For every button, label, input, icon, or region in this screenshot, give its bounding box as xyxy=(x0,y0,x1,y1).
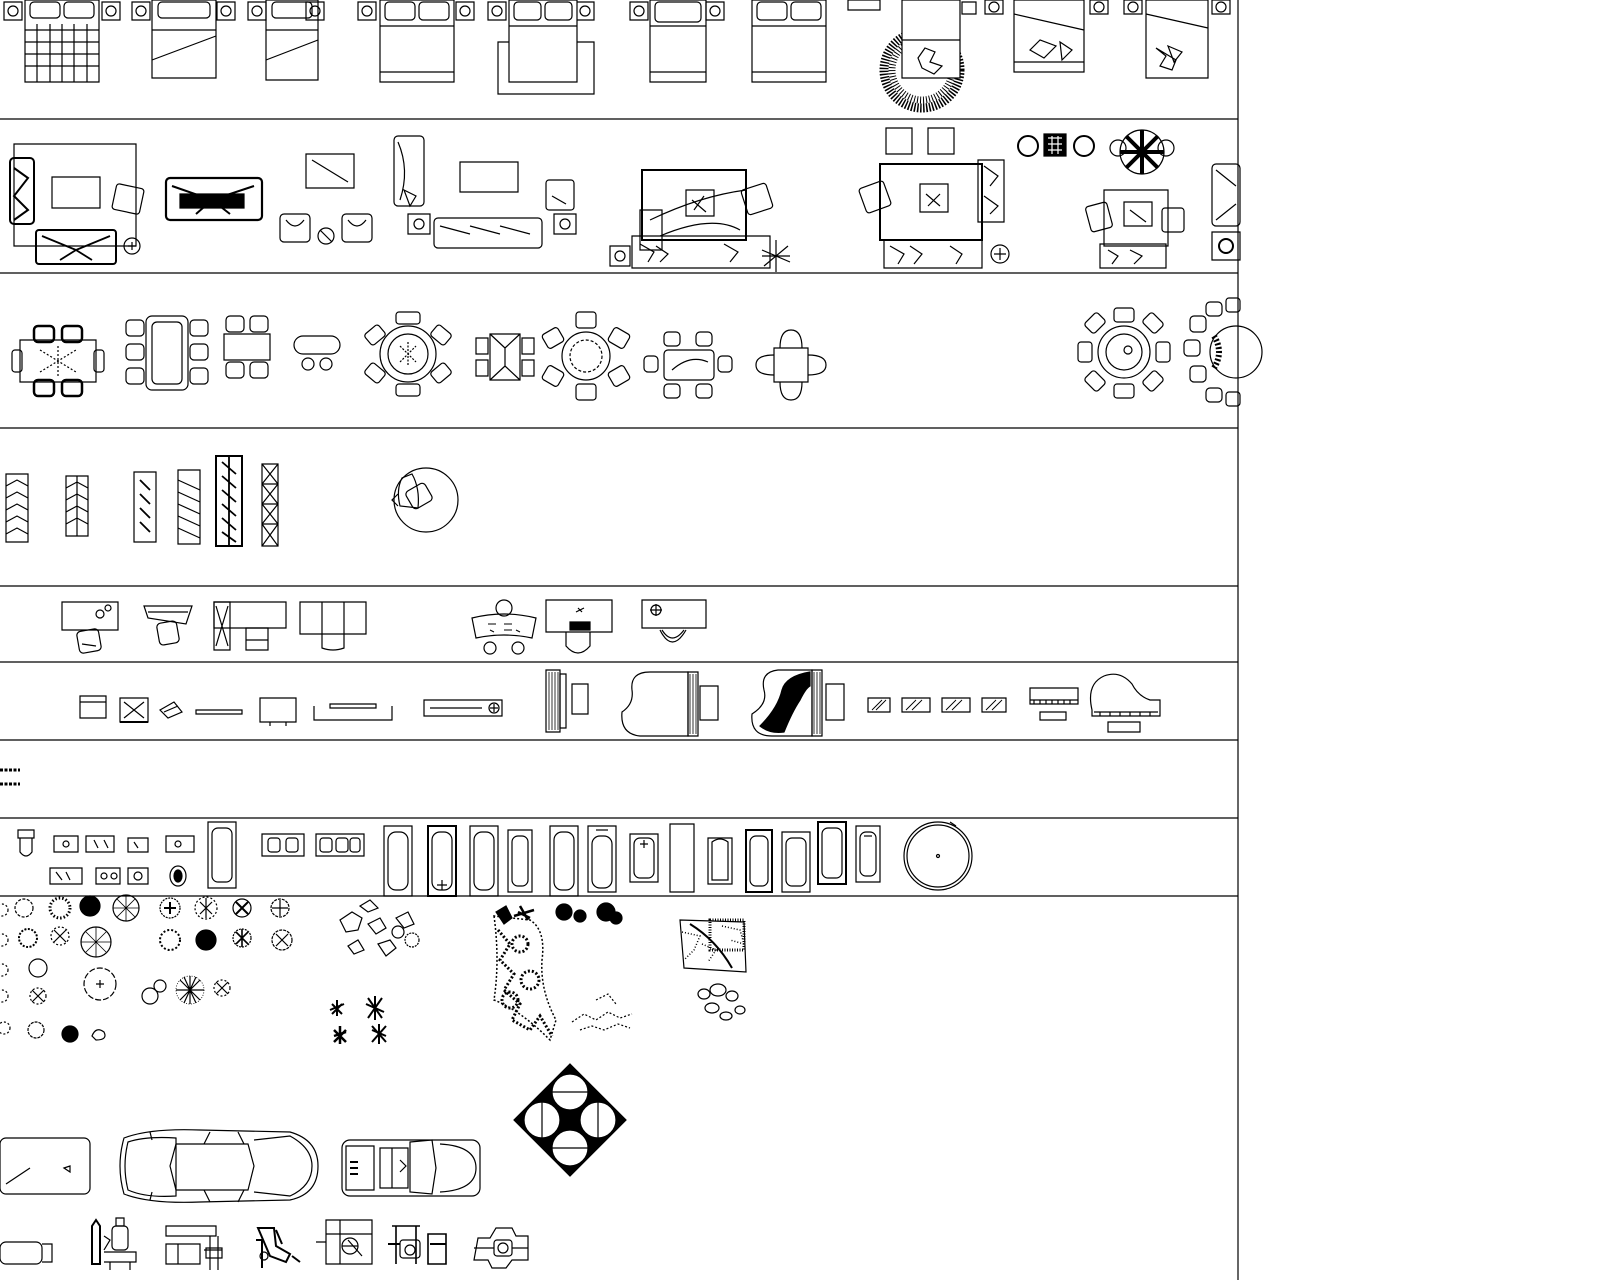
toilet-symbol xyxy=(18,830,34,856)
sideboard-symbol xyxy=(314,704,392,720)
lounge-chair-round-symbol xyxy=(392,468,458,532)
living-room-set-sectional-symbol xyxy=(858,128,1009,268)
dining-table-rectangular-symbol xyxy=(476,334,534,380)
wardrobe-tall-symbol xyxy=(216,456,242,546)
leg-press-symbol xyxy=(166,1226,222,1270)
glass-panels-symbol xyxy=(868,698,1006,712)
sofa-set-three-seat-symbol xyxy=(394,136,576,248)
round-tub-symbol xyxy=(904,822,972,890)
computer-desk-symbol xyxy=(642,600,706,642)
flat-screen-symbol xyxy=(196,710,242,714)
section-bathroom xyxy=(18,822,972,896)
dining-table-six-symbol xyxy=(126,316,208,390)
coffee-table-symbol xyxy=(280,154,372,244)
bed-double-on-rug-symbol xyxy=(488,0,594,94)
l-shaped-desk-symbol xyxy=(214,602,286,650)
stepping-stones-symbol xyxy=(698,984,745,1020)
section-beds xyxy=(4,0,1230,108)
rowing-machine-symbol xyxy=(316,1220,372,1264)
section-living-room xyxy=(10,128,1240,272)
section-vehicles-gym xyxy=(0,1130,528,1270)
dining-table-glass-symbol xyxy=(644,332,732,398)
living-room-set-small-symbol xyxy=(1085,190,1184,268)
sofa-symbol xyxy=(166,178,262,220)
shelving-unit-symbol xyxy=(262,464,278,546)
round-dining-table-six-symbol xyxy=(541,312,631,400)
bed-double-nightstands-symbol xyxy=(985,0,1108,72)
planter-square-symbol xyxy=(514,1064,626,1176)
grand-piano-symbol xyxy=(622,672,718,736)
section-appliances-pianos xyxy=(80,670,1160,736)
planting-cluster-symbol xyxy=(496,903,622,924)
bed-single-symbol xyxy=(132,0,235,78)
treadmill-symbol xyxy=(0,1242,52,1264)
range-symbol xyxy=(120,698,148,722)
limousine-symbol xyxy=(120,1130,318,1203)
bed-double-symbol xyxy=(358,0,474,82)
bed-double-symbol xyxy=(630,0,724,82)
baby-grand-piano-symbol xyxy=(1091,674,1161,732)
wardrobe-symbol xyxy=(134,472,156,542)
vanity-sinks-symbol xyxy=(50,836,194,886)
section-frame xyxy=(0,0,1238,1280)
microwave-symbol xyxy=(80,696,106,718)
section-landscape xyxy=(0,895,746,1176)
sofa-set-with-rug-symbol xyxy=(10,144,144,264)
keyboard-symbol xyxy=(1030,688,1078,720)
wardrobe-symbol xyxy=(6,474,28,542)
trees-symbol xyxy=(0,895,292,1042)
grand-piano-black-symbol xyxy=(752,670,844,736)
double-desk-symbol xyxy=(300,602,366,650)
pickup-truck-symbol xyxy=(342,1140,480,1196)
bed-king-quilted-symbol xyxy=(4,0,120,82)
cable-station-symbol xyxy=(474,1228,528,1268)
bed-single-symbol xyxy=(248,0,324,80)
car-symbol xyxy=(0,1138,90,1194)
exercise-bike-symbol xyxy=(388,1226,446,1264)
bar-table-symbol xyxy=(294,336,340,370)
multi-gym-symbol xyxy=(256,1228,300,1268)
wardrobe-symbol xyxy=(178,470,200,544)
round-banquet-table-symbol xyxy=(1078,308,1170,398)
bathtubs-symbol xyxy=(384,822,880,896)
round-banquet-table-symbol xyxy=(1184,298,1262,406)
section-desks xyxy=(62,600,706,654)
iron-symbol xyxy=(160,702,182,718)
section-dining xyxy=(12,298,1262,406)
wardrobe-symbol xyxy=(66,476,88,536)
media-console-symbol xyxy=(424,700,502,716)
bed-with-round-rug-symbol xyxy=(848,0,976,108)
upright-piano-symbol xyxy=(546,670,588,732)
living-room-set-symbol xyxy=(610,170,790,272)
tv-cabinet-symbol xyxy=(1212,164,1240,260)
section-wardrobes xyxy=(6,456,458,546)
desk-with-chair-symbol xyxy=(62,602,118,654)
dining-table-six-symbol xyxy=(12,326,104,396)
weight-bench-symbol xyxy=(92,1218,136,1270)
round-side-tables-symbol xyxy=(1018,130,1174,174)
dining-table-four-symbol xyxy=(224,316,270,378)
tv-symbol xyxy=(260,698,296,726)
vanity-sinks-symbol xyxy=(208,822,364,888)
corner-desk-symbol xyxy=(144,606,192,646)
rock-path-symbol xyxy=(680,920,746,972)
round-dining-table-symbol xyxy=(364,312,453,396)
bed-double-symbol xyxy=(752,0,826,82)
reception-desk-symbol xyxy=(472,600,536,654)
executive-desk-symbol xyxy=(546,600,612,653)
bed-single-nightstands-symbol xyxy=(1124,0,1230,78)
garden-bed-symbol xyxy=(494,916,632,1040)
square-dining-table-symbol xyxy=(756,330,826,400)
shrubs-symbol xyxy=(330,900,419,1044)
section-chairs-rows xyxy=(0,770,20,784)
